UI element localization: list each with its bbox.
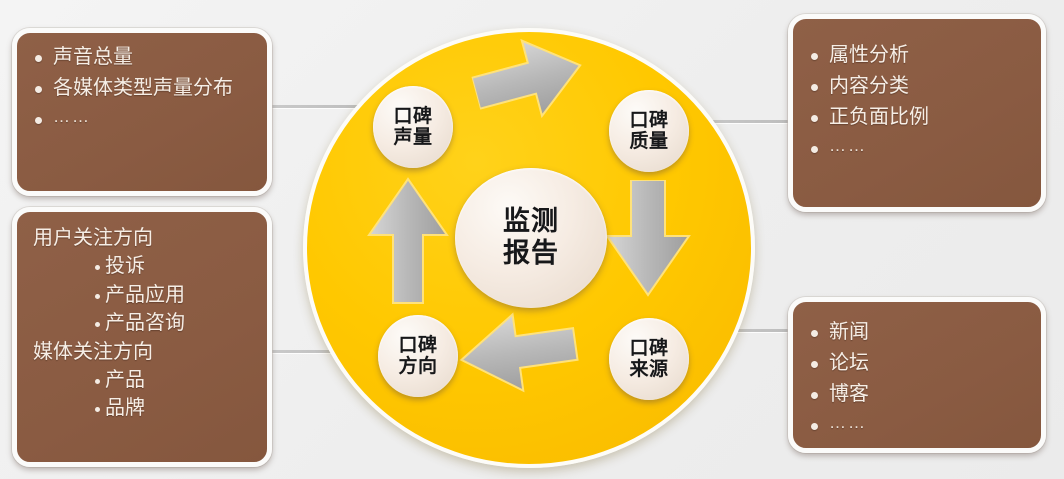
info-box-source-list: 新闻 论坛 博客 …… <box>807 318 1027 436</box>
node-direction-line1: 口碑 <box>398 334 438 356</box>
center-node-monitoring-report[interactable]: 监测 报告 <box>455 168 607 308</box>
list-item: …… <box>807 411 1027 436</box>
focus-heading-media: 媒体关注方向 <box>33 340 153 363</box>
list-item: 正负面比例 <box>807 103 1027 132</box>
node-word-of-mouth-quality[interactable]: 口碑 质量 <box>609 90 689 172</box>
node-voice-line2: 声量 <box>393 127 433 148</box>
list-item: …… <box>31 105 253 130</box>
list-item: 产品应用 <box>31 281 253 309</box>
node-quality-line2: 质量 <box>629 131 669 152</box>
info-box-voice-list: 声音总量 各媒体类型声量分布 …… <box>31 43 253 130</box>
list-item: 声音总量 <box>31 43 253 72</box>
list-item: 论坛 <box>807 349 1027 378</box>
voice-connector <box>272 105 368 108</box>
info-box-source[interactable]: 新闻 论坛 博客 …… <box>788 297 1046 453</box>
list-item: 品牌 <box>31 394 253 422</box>
quality-connector <box>694 120 790 123</box>
list-item: 产品 <box>31 366 253 394</box>
arrow-up-icon <box>365 177 451 305</box>
focus-heading-user: 用户关注方向 <box>33 227 153 249</box>
node-voice-line1: 口碑 <box>393 105 433 127</box>
list-item: 内容分类 <box>807 72 1027 101</box>
center-node-line1: 监测 <box>503 206 559 237</box>
node-word-of-mouth-source[interactable]: 口碑 来源 <box>609 318 689 400</box>
node-quality-line1: 口碑 <box>629 109 669 131</box>
node-source-line1: 口碑 <box>629 337 669 359</box>
info-box-quality-list: 属性分析 内容分类 正负面比例 …… <box>807 41 1027 159</box>
node-source-line2: 来源 <box>629 359 669 380</box>
source-connector <box>694 329 790 332</box>
list-item: …… <box>807 134 1027 159</box>
list-item: 新闻 <box>807 318 1027 347</box>
list-item: 博客 <box>807 380 1027 409</box>
center-node-line2: 报告 <box>503 238 559 268</box>
info-box-voice[interactable]: 声音总量 各媒体类型声量分布 …… <box>12 28 272 196</box>
arrow-right-icon <box>465 23 594 135</box>
list-item: 各媒体类型声量分布 <box>31 74 253 103</box>
list-item: 产品咨询 <box>31 309 253 337</box>
node-word-of-mouth-volume[interactable]: 口碑 声量 <box>373 86 453 168</box>
focus-connector <box>272 350 368 353</box>
list-item: 属性分析 <box>807 41 1027 70</box>
node-word-of-mouth-direction[interactable]: 口碑 方向 <box>378 315 458 397</box>
info-box-quality[interactable]: 属性分析 内容分类 正负面比例 …… <box>788 14 1046 212</box>
info-box-focus-direction[interactable]: 用户关注方向 投诉 产品应用 产品咨询 媒体关注方向 产品 品牌 <box>12 207 272 467</box>
list-item: 投诉 <box>31 252 253 280</box>
arrow-left-icon <box>453 303 584 403</box>
arrow-down-icon <box>603 180 693 298</box>
node-direction-line2: 方向 <box>398 356 438 377</box>
